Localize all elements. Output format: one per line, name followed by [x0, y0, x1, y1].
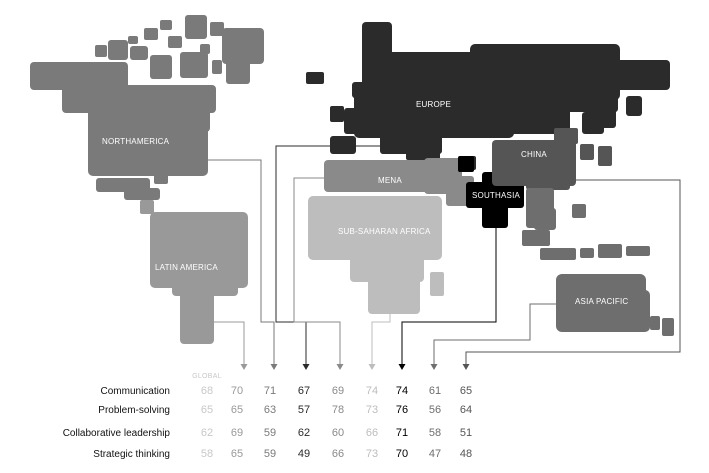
region-label-south-asia: SOUTHASIA — [472, 191, 520, 200]
cell-value: 76 — [396, 404, 408, 416]
column-header-global: GLOBAL — [192, 373, 222, 380]
region-north-america — [30, 15, 264, 200]
cell-value: 60 — [332, 427, 344, 439]
cell-value: 71 — [396, 427, 408, 439]
cell-value: 68 — [201, 385, 213, 397]
leader-line — [275, 145, 392, 364]
arrow-marker — [240, 364, 248, 370]
arrow-marker — [398, 364, 406, 370]
leader-line — [180, 159, 275, 364]
leader-line — [465, 179, 681, 364]
row-label-strategic-thinking: Strategic thinking — [93, 449, 170, 460]
cell-value: 63 — [264, 404, 276, 416]
region-latin-america — [140, 200, 248, 344]
cell-value: 74 — [366, 385, 378, 397]
arrow-marker — [336, 364, 344, 370]
cell-value: 78 — [332, 404, 344, 416]
cell-value: 71 — [264, 385, 276, 397]
leader-line — [293, 177, 341, 364]
leader-line — [200, 321, 245, 364]
region-label-north-america: NORTHAMERICA — [102, 137, 170, 146]
cell-value: 62 — [298, 427, 310, 439]
region-sub-saharan-africa — [308, 196, 444, 314]
cell-value: 69 — [332, 385, 344, 397]
cell-value: 58 — [429, 427, 441, 439]
arrow-marker — [270, 364, 278, 370]
cell-value: 65 — [231, 404, 243, 416]
leader-line — [433, 303, 556, 364]
cell-value: 56 — [429, 404, 441, 416]
cell-value: 73 — [366, 404, 378, 416]
cell-value: 67 — [298, 385, 310, 397]
cell-value: 48 — [460, 448, 472, 460]
cell-value: 70 — [231, 385, 243, 397]
region-label-europe: EUROPE — [416, 100, 451, 109]
cell-value: 65 — [201, 404, 213, 416]
region-china — [492, 128, 612, 190]
region-europe — [306, 22, 670, 170]
arrow-marker — [462, 364, 470, 370]
leader-line — [401, 228, 497, 364]
cell-value: 64 — [460, 404, 472, 416]
cell-value: 69 — [231, 427, 243, 439]
region-label-china: CHINA — [521, 150, 547, 159]
cell-value: 66 — [332, 448, 344, 460]
region-label-sub-saharan-africa: SUB-SAHARAN AFRICA — [338, 227, 431, 236]
cell-value: 73 — [366, 448, 378, 460]
row-label-communication: Communication — [101, 386, 170, 397]
cell-value: 70 — [396, 448, 408, 460]
cell-value: 65 — [460, 385, 472, 397]
cell-value: 57 — [298, 404, 310, 416]
cell-value: 47 — [429, 448, 441, 460]
arrow-marker — [368, 364, 376, 370]
cell-value: 59 — [264, 427, 276, 439]
region-label-asia-pacific: ASIA PACIFIC — [575, 297, 628, 306]
cell-value: 65 — [231, 448, 243, 460]
region-south-asia — [458, 156, 524, 228]
leader-line — [371, 314, 391, 364]
cell-value: 66 — [366, 427, 378, 439]
leader-lines — [180, 145, 681, 370]
arrow-marker — [430, 364, 438, 370]
arrow-marker — [302, 364, 310, 370]
cell-value: 51 — [460, 427, 472, 439]
region-asia-pacific — [522, 188, 674, 336]
row-label-collaborative-leadership: Collaborative leadership — [63, 428, 171, 439]
cell-value: 59 — [264, 448, 276, 460]
row-label-problem-solving: Problem-solving — [98, 405, 170, 416]
region-label-latin-america: LATIN AMERICA — [155, 263, 218, 272]
cell-value: 49 — [298, 448, 310, 460]
cell-value: 74 — [396, 385, 408, 397]
cell-value: 62 — [201, 427, 213, 439]
region-label-mena: MENA — [378, 176, 402, 185]
cell-value: 61 — [429, 385, 441, 397]
cell-value: 58 — [201, 448, 213, 460]
